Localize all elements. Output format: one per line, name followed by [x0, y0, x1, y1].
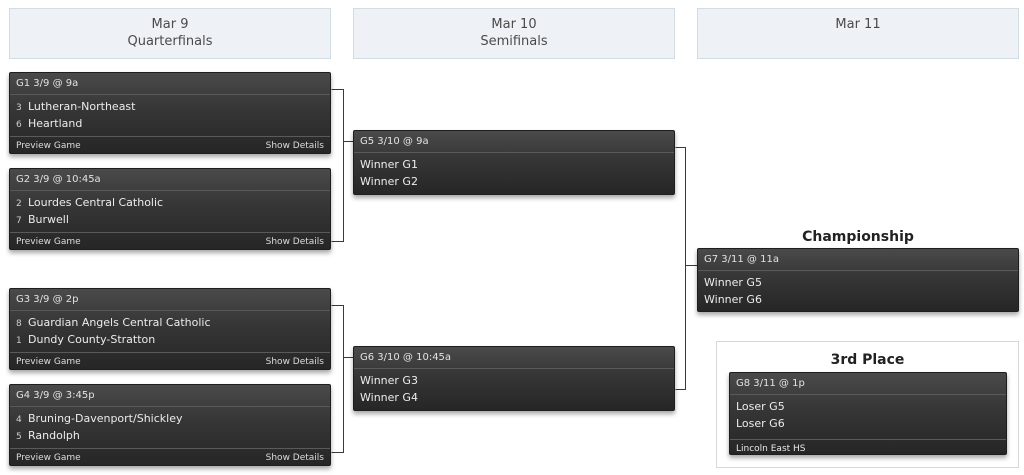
connector-g1-g2-to-g5 [331, 89, 353, 242]
game-card-g4[interactable]: G4 3/9 @ 3:45p 4 Bruning-Davenport/Shickl… [9, 384, 331, 466]
connector-g3-g4-to-g6 [331, 305, 353, 453]
team-row: 6 Heartland [10, 115, 330, 132]
team-seed: 7 [16, 216, 22, 226]
round-header-finals: Mar 11 [697, 8, 1019, 59]
game-header: G4 3/9 @ 3:45p [10, 385, 330, 407]
game-header: G2 3/9 @ 10:45a [10, 169, 330, 191]
team-seed: 3 [16, 103, 22, 113]
team-name: Guardian Angels Central Catholic [28, 316, 211, 329]
game-header: G6 3/10 @ 10:45a [354, 347, 674, 369]
team-row: 5 Randolph [10, 427, 330, 444]
team-name: Randolph [28, 429, 80, 442]
round-date: Mar 10 [491, 17, 537, 32]
third-place-title: 3rd Place [830, 352, 905, 368]
team-name: Lutheran-Northeast [28, 100, 136, 113]
team-row: Winner G2 [360, 175, 418, 188]
preview-game-link[interactable]: Preview Game [16, 453, 81, 463]
team-row: 3 Lutheran-Northeast [10, 98, 330, 115]
team-row: Winner G5 [704, 276, 762, 289]
game-card-g3[interactable]: G3 3/9 @ 2p 8 Guardian Angels Central Cat… [9, 288, 331, 370]
preview-game-link[interactable]: Preview Game [16, 141, 81, 151]
round-date: Mar 9 [151, 17, 189, 32]
championship-title: Championship [802, 229, 914, 245]
game-card-g5[interactable]: G5 3/10 @ 9a Winner G1 Winner G2 [353, 130, 675, 195]
game-header: G7 3/11 @ 11a [698, 249, 1018, 271]
game-card-g2[interactable]: G2 3/9 @ 10:45a 2 Lourdes Central Catholi… [9, 168, 331, 250]
game-header: G8 3/11 @ 1p [730, 373, 1006, 395]
show-details-link[interactable]: Show Details [265, 237, 324, 247]
game-card-g6[interactable]: G6 3/10 @ 10:45a Winner G3 Winner G4 [353, 346, 675, 411]
round-date: Mar 11 [835, 17, 881, 32]
team-row: Winner G3 [360, 374, 418, 387]
team-row: 2 Lourdes Central Catholic [10, 194, 330, 211]
team-row: Winner G6 [704, 293, 762, 306]
team-name: Dundy County-Stratton [28, 333, 156, 346]
show-details-link[interactable]: Show Details [265, 357, 324, 367]
game-card-g8[interactable]: G8 3/11 @ 1p Loser G5 Loser G6 Lincoln E… [729, 372, 1007, 455]
preview-game-link[interactable]: Preview Game [16, 237, 81, 247]
connector-g5-g6-to-g7 [675, 147, 697, 390]
team-seed: 8 [16, 319, 22, 329]
round-header-quarterfinals: Mar 9 Quarterfinals [9, 8, 331, 59]
game-card-g1[interactable]: G1 3/9 @ 9a 3 Lutheran-Northeast 6 Heartla… [9, 72, 331, 154]
team-row: Loser G5 [736, 400, 785, 413]
team-row: Winner G4 [360, 391, 418, 404]
team-row: Loser G6 [736, 417, 785, 430]
team-row: 4 Bruning-Davenport/Shickley [10, 410, 330, 427]
game-header: G5 3/10 @ 9a [354, 131, 674, 153]
round-name: Semifinals [480, 34, 548, 49]
venue-label: Lincoln East HS [730, 439, 1006, 457]
round-name: Quarterfinals [127, 34, 213, 49]
team-row: 8 Guardian Angels Central Catholic [10, 314, 330, 331]
team-seed: 2 [16, 199, 22, 209]
team-seed: 6 [16, 120, 22, 130]
game-header: G1 3/9 @ 9a [10, 73, 330, 95]
team-seed: 1 [16, 336, 22, 346]
team-name: Burwell [28, 213, 69, 226]
game-card-g7[interactable]: G7 3/11 @ 11a Winner G5 Winner G6 [697, 248, 1019, 312]
game-header: G3 3/9 @ 2p [10, 289, 330, 311]
show-details-link[interactable]: Show Details [265, 453, 324, 463]
team-name: Heartland [28, 117, 83, 130]
team-seed: 4 [16, 415, 22, 425]
team-row: 7 Burwell [10, 211, 330, 228]
team-name: Lourdes Central Catholic [28, 196, 164, 209]
team-name: Bruning-Davenport/Shickley [28, 412, 183, 425]
team-row: Winner G1 [360, 158, 418, 171]
team-row: 1 Dundy County-Stratton [10, 331, 330, 348]
preview-game-link[interactable]: Preview Game [16, 357, 81, 367]
show-details-link[interactable]: Show Details [265, 141, 324, 151]
round-header-semifinals: Mar 10 Semifinals [353, 8, 675, 59]
team-seed: 5 [16, 432, 22, 442]
